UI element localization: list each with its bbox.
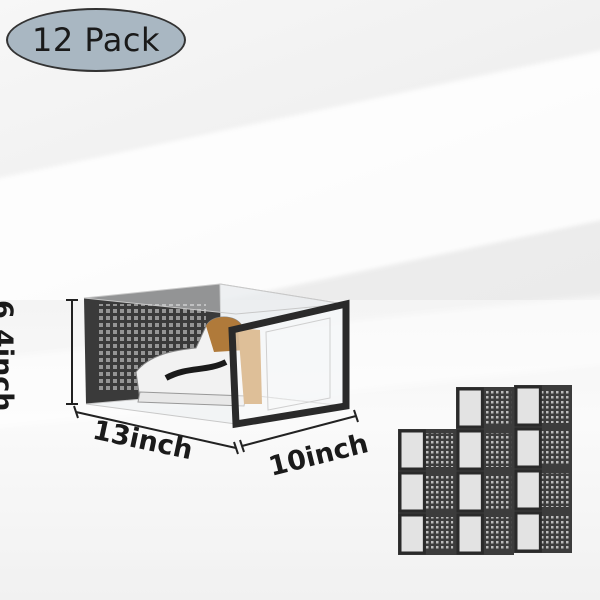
shoe-box <box>83 283 350 429</box>
depth-dimension-line <box>241 415 357 447</box>
stacked-box <box>456 513 514 555</box>
pack-count-label: 12 Pack <box>32 21 160 59</box>
stacked-box <box>398 429 456 471</box>
stacked-box <box>456 471 514 513</box>
sneaker-image <box>135 316 262 407</box>
stacked-boxes <box>398 385 572 555</box>
width-dimension-line <box>75 411 237 449</box>
stacked-box <box>514 511 572 553</box>
pack-count-badge: 12 Pack <box>6 8 186 72</box>
stacked-box <box>398 471 456 513</box>
stacked-box <box>514 385 572 427</box>
stacked-box <box>456 429 514 471</box>
stacked-box <box>456 387 514 429</box>
stacked-box <box>514 427 572 469</box>
stacked-box <box>398 513 456 555</box>
dimension-lines <box>66 299 359 455</box>
height-label: 6.4inch <box>0 300 18 412</box>
box-front-door <box>228 299 350 429</box>
stacked-box <box>514 469 572 511</box>
